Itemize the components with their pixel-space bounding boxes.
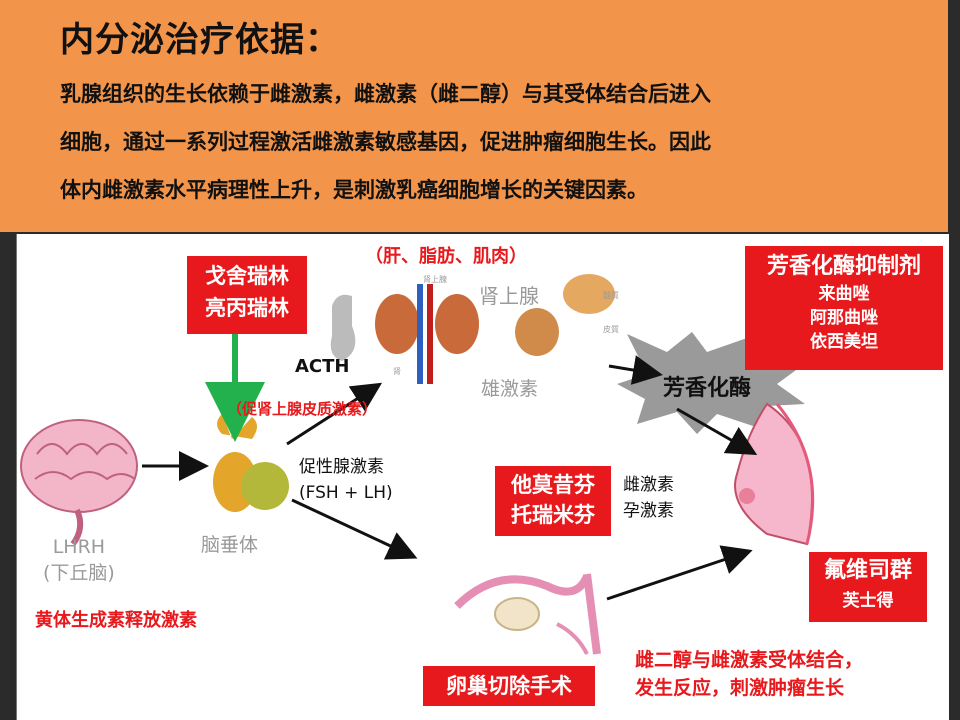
adrenal-label: 肾上腺 [479, 284, 539, 308]
paragraph-line: 乳腺组织的生长依赖于雌激素，雌激素（雌二醇）与其受体结合后进入 [60, 82, 711, 106]
acth-note: （促肾上腺皮质激素） [227, 400, 378, 418]
gonadotropin-label: 促性腺激素 (FSH + LH) [299, 454, 393, 506]
kidney-illustration [330, 274, 615, 384]
mechanism-note: 雌二醇与雌激素受体结合， 发生反应，刺激肿瘤生长 [635, 646, 863, 702]
hypothalamus-label: LHRH (下丘脑) [43, 534, 115, 586]
aromatase-inhibitor-box: 芳香化酶抑制剂 来曲唑 阿那曲唑 依西美坦 [745, 246, 943, 370]
mechanism-note-line: 雌二醇与雌激素受体结合， [635, 649, 864, 671]
brain-illustration [20, 419, 138, 546]
slide-title: 内分泌治疗依据： [60, 20, 340, 60]
gonadotropin-name: 促性腺激素 [299, 457, 384, 477]
arrow-aromatase-to-breast [676, 407, 758, 455]
oophorectomy-box: 卵巢切除手术 [423, 666, 595, 706]
pituitary-illustration [213, 414, 289, 512]
drug-anastrozole: 阿那曲唑 [810, 308, 878, 328]
aromatase-label: 芳香化酶 [663, 376, 752, 401]
acth-label: ACTH [295, 356, 350, 377]
tissue-note: （肝、脂肪、肌肉） [365, 246, 527, 267]
fulvestrant-box: 氟维司群 芙士得 [809, 552, 927, 622]
drug-toremifene: 托瑞米芬 [511, 503, 595, 527]
drug-fulvestrant-brand: 芙士得 [842, 591, 894, 611]
arrow-pituitary-acth [286, 382, 383, 446]
drug-fulvestrant: 氟维司群 [823, 558, 912, 583]
intro-paragraph: 乳腺组织的生长依赖于雌激素，雌激素（雌二醇）与其受体结合后进入 细胞，通过一系列… [60, 70, 910, 214]
hormones-label: 雌激素 孕激素 [623, 472, 674, 524]
progesterone-label: 孕激素 [623, 501, 674, 521]
gonadotropin-abbr: (FSH + LH) [299, 483, 393, 503]
lhrh-full-name: 黄体生成素释放激素 [35, 610, 197, 631]
paragraph-line: 体内雌激素水平病理性上升，是刺激乳癌细胞增长的关键因素。 [60, 178, 648, 202]
drug-goserelin: 戈舍瑞林 [205, 264, 289, 288]
hypothalamus-name: (下丘脑) [43, 562, 115, 584]
paragraph-line: 细胞，通过一系列过程激活雌激素敏感基因，促进肿瘤细胞生长。因此 [60, 130, 711, 154]
estrogen-label: 雌激素 [623, 475, 674, 495]
adrenal-sublabel: 髓質 [603, 291, 619, 300]
aromatase-inhibitor-title: 芳香化酶抑制剂 [766, 254, 921, 279]
ovary-illustration [454, 573, 601, 655]
endocrine-pathway-diagram: （肝、脂肪、肌肉） 戈舍瑞林 亮丙瑞林 肾上腺 肾上腺 肾 髓質 皮質 ACTH… [16, 234, 949, 720]
kidney-sublabel: 肾 [393, 367, 401, 376]
mechanism-note-line: 发生反应，刺激肿瘤生长 [635, 677, 845, 699]
pituitary-label: 脑垂体 [201, 534, 259, 556]
arrow-androgen-to-aromatase [608, 355, 663, 385]
adrenal-sublabel: 皮質 [603, 325, 619, 334]
drug-letrozole: 来曲唑 [818, 284, 870, 304]
kidney-sublabel: 肾上腺 [423, 275, 447, 284]
drug-exemestane: 依西美坦 [810, 332, 878, 352]
drug-tamoxifen: 他莫昔芬 [511, 473, 595, 497]
header-band [0, 0, 948, 232]
lhrh-abbr: LHRH [52, 536, 106, 558]
lhrh-agonist-box: 戈舍瑞林 亮丙瑞林 [187, 256, 307, 334]
arrow-ovary-to-breast [606, 545, 753, 601]
breast-illustration [734, 402, 815, 546]
serm-box: 他莫昔芬 托瑞米芬 [495, 466, 611, 536]
drug-leuprorelin: 亮丙瑞林 [205, 296, 289, 320]
arrow-pituitary-ovary [291, 498, 418, 560]
androgen-label: 雄激素 [481, 378, 539, 400]
